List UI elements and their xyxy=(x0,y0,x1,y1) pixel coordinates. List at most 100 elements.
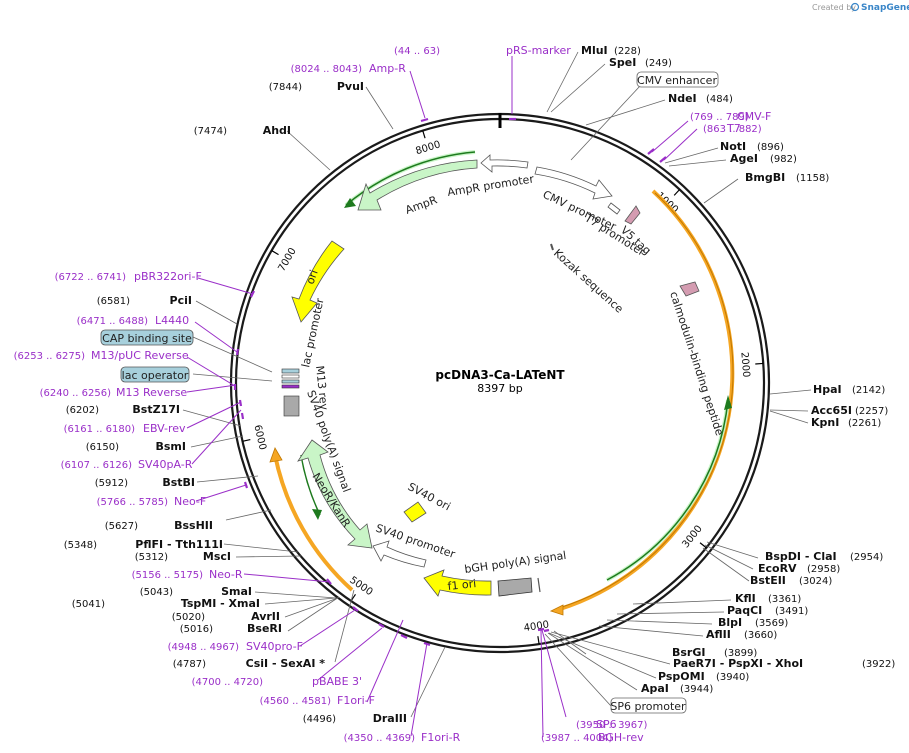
enzyme-draiii[interactable]: DraIII xyxy=(373,712,407,725)
bgh-polya-feature[interactable] xyxy=(497,577,533,597)
primer-range-neo-f: (5766 .. 5785) xyxy=(97,497,169,508)
primer-cmv-f[interactable]: CMV-F xyxy=(737,110,771,123)
enzyme-blpi[interactable]: BlpI xyxy=(718,616,742,629)
ampr-promoter-feature[interactable] xyxy=(480,154,529,173)
enzyme-pos-tspmi-xmai: (5041) xyxy=(72,599,105,610)
sv40-promoter-feature[interactable] xyxy=(372,540,427,568)
orange-arrowhead xyxy=(549,604,564,616)
enzyme-pspomi[interactable]: PspOMI xyxy=(658,670,705,683)
cap-binding-box[interactable] xyxy=(100,329,194,346)
primer-t7[interactable]: T7 xyxy=(726,122,741,135)
enzyme-pos-bsmi: (6150) xyxy=(86,442,119,453)
enzyme-spei[interactable]: SpeI xyxy=(609,56,636,69)
cap-site-feature[interactable] xyxy=(281,368,300,374)
enzyme-bsmi[interactable]: BsmI xyxy=(156,440,187,453)
lac-operator-box[interactable] xyxy=(120,366,190,383)
enzyme-msci[interactable]: MscI xyxy=(203,550,231,563)
primer-amp-r[interactable]: Amp-R xyxy=(369,62,406,75)
enzyme-acc65i[interactable]: Acc65I xyxy=(811,404,852,417)
primer-pbr322ori-f[interactable]: pBR322ori-F xyxy=(134,270,202,283)
sv40-ori-feature[interactable] xyxy=(403,501,427,523)
enzyme-pvui[interactable]: PvuI xyxy=(337,80,364,93)
ampr-feature[interactable] xyxy=(357,159,478,211)
enzyme-bseri[interactable]: BseRI xyxy=(247,622,282,635)
enzyme-hpai[interactable]: HpaI xyxy=(813,383,842,396)
primer-m13-puc-reverse[interactable]: M13/pUC Reverse xyxy=(91,349,189,362)
cmv-enhancer-box[interactable] xyxy=(636,71,719,88)
t7-promoter-feature[interactable] xyxy=(607,202,621,215)
primer-range-cmv-f: (769 .. 789) xyxy=(690,112,749,123)
kozak-label: Kozak sequence xyxy=(551,247,626,316)
primer-prs-marker[interactable]: pRS-marker xyxy=(506,44,571,57)
enzyme-bstbi[interactable]: BstBI xyxy=(162,476,195,489)
enzyme-ndei[interactable]: NdeI xyxy=(668,92,697,105)
primer-range-m13-reverse: (6240 .. 6256) xyxy=(40,388,112,399)
enzyme-apai[interactable]: ApaI xyxy=(641,682,669,695)
primer-f1ori-r[interactable]: F1ori-R xyxy=(421,731,461,744)
enzyme-pos-bsshii: (5627) xyxy=(105,521,138,532)
enzyme-paer7i-pspxi-xhoi[interactable]: PaeR7I - PspXI - XhoI xyxy=(673,657,803,670)
enzyme-bsteii[interactable]: BstEII xyxy=(750,574,786,587)
calmodulin-feature[interactable] xyxy=(679,281,700,297)
tick-mark xyxy=(242,438,251,442)
primer-range-pbabe-3: (4700 .. 4720) xyxy=(192,677,264,688)
m13-rev-feature[interactable] xyxy=(281,384,300,389)
enzyme-mlui[interactable]: MluI xyxy=(581,44,608,57)
primer-f1ori-f[interactable]: F1ori-F xyxy=(337,694,375,707)
lac-operator-feature[interactable] xyxy=(281,379,300,384)
enzyme-bmgbi[interactable]: BmgBI xyxy=(745,171,785,184)
primer-bgh-rev[interactable]: BGH-rev xyxy=(598,731,644,744)
enzyme-pos-acc65i: (2257) xyxy=(855,406,888,417)
neor-feature[interactable] xyxy=(297,439,373,549)
enzyme-pos-blpi: (3569) xyxy=(755,618,788,629)
enzyme-kfli[interactable]: KflI xyxy=(735,592,756,605)
enzyme-paqci[interactable]: PaqCI xyxy=(727,604,762,617)
enzyme-bspdi-clai[interactable]: BspDI - ClaI xyxy=(765,550,837,563)
sp6-mark xyxy=(537,577,541,593)
lac-promoter-feature[interactable] xyxy=(281,374,300,379)
enzyme-pcii[interactable]: PciI xyxy=(170,294,192,307)
ori-feature[interactable] xyxy=(291,240,345,323)
primer-pbabe-3[interactable]: pBABE 3' xyxy=(312,675,362,688)
f1-ori-feature[interactable] xyxy=(423,569,492,597)
primer-sp6[interactable]: SP6 xyxy=(596,718,617,731)
green-arrowhead-ampr xyxy=(344,198,356,208)
primer-neo-r[interactable]: Neo-R xyxy=(209,568,243,581)
sv40-polya-feature[interactable] xyxy=(283,395,300,417)
enzyme-agei[interactable]: AgeI xyxy=(730,152,758,165)
enzyme-bsshii[interactable]: BssHII xyxy=(174,519,213,532)
v5-tag-feature[interactable] xyxy=(624,205,641,225)
enzyme-pos-kfli: (3361) xyxy=(768,594,801,605)
primer-range-t7: (863 .. 882) xyxy=(703,124,762,135)
enzyme-pos-avrii: (5020) xyxy=(172,612,205,623)
enzyme-tspmi-xmai[interactable]: TspMI - XmaI xyxy=(181,597,260,610)
enzyme-smai[interactable]: SmaI xyxy=(221,585,252,598)
orange-arc-neor xyxy=(273,454,354,592)
primer-neo-f[interactable]: Neo-F xyxy=(174,495,206,508)
ori-label: ori xyxy=(304,268,321,286)
enzyme-noti[interactable]: NotI xyxy=(720,140,746,153)
enzyme-avrii[interactable]: AvrII xyxy=(251,610,280,623)
enzyme-ahdi[interactable]: AhdI xyxy=(263,124,291,137)
primer-sv40pa-r[interactable]: SV40pA-R xyxy=(138,458,193,471)
enzyme-aflii[interactable]: AflII xyxy=(706,628,731,641)
enzyme-kpni[interactable]: KpnI xyxy=(811,416,839,429)
enzyme-pos-csii-sexai: (4787) xyxy=(173,659,206,670)
enzyme-pflfi-tth111i[interactable]: PflFI - Tth111I xyxy=(135,538,223,551)
enzyme-bsrgi[interactable]: BsrGI xyxy=(672,646,705,659)
tick-label: 3000 xyxy=(680,523,704,550)
primer-ebv-rev[interactable]: EBV-rev xyxy=(143,422,186,435)
cmv-promoter-feature[interactable] xyxy=(534,166,613,200)
enzyme-bstz17i[interactable]: BstZ17I xyxy=(132,403,180,416)
enzyme-csii-sexai[interactable]: CsiI - SexAI * xyxy=(246,657,326,670)
sp6-promoter-box[interactable] xyxy=(610,697,687,714)
enzyme-pos-hpai: (2142) xyxy=(852,385,885,396)
primer-range-l4440: (6471 .. 6488) xyxy=(77,316,149,327)
primer-sv40pro-f[interactable]: SV40pro-F xyxy=(246,640,303,653)
primer-range-sv40pa-r: (6107 .. 6126) xyxy=(61,460,133,471)
enzyme-ecorv[interactable]: EcoRV xyxy=(758,562,797,575)
primer-l4440[interactable]: L4440 xyxy=(155,314,189,327)
primer-m13-reverse[interactable]: M13 Reverse xyxy=(116,386,187,399)
enzyme-pos-bseri: (5016) xyxy=(180,624,213,635)
enzyme-pos-pcii: (6581) xyxy=(97,296,130,307)
